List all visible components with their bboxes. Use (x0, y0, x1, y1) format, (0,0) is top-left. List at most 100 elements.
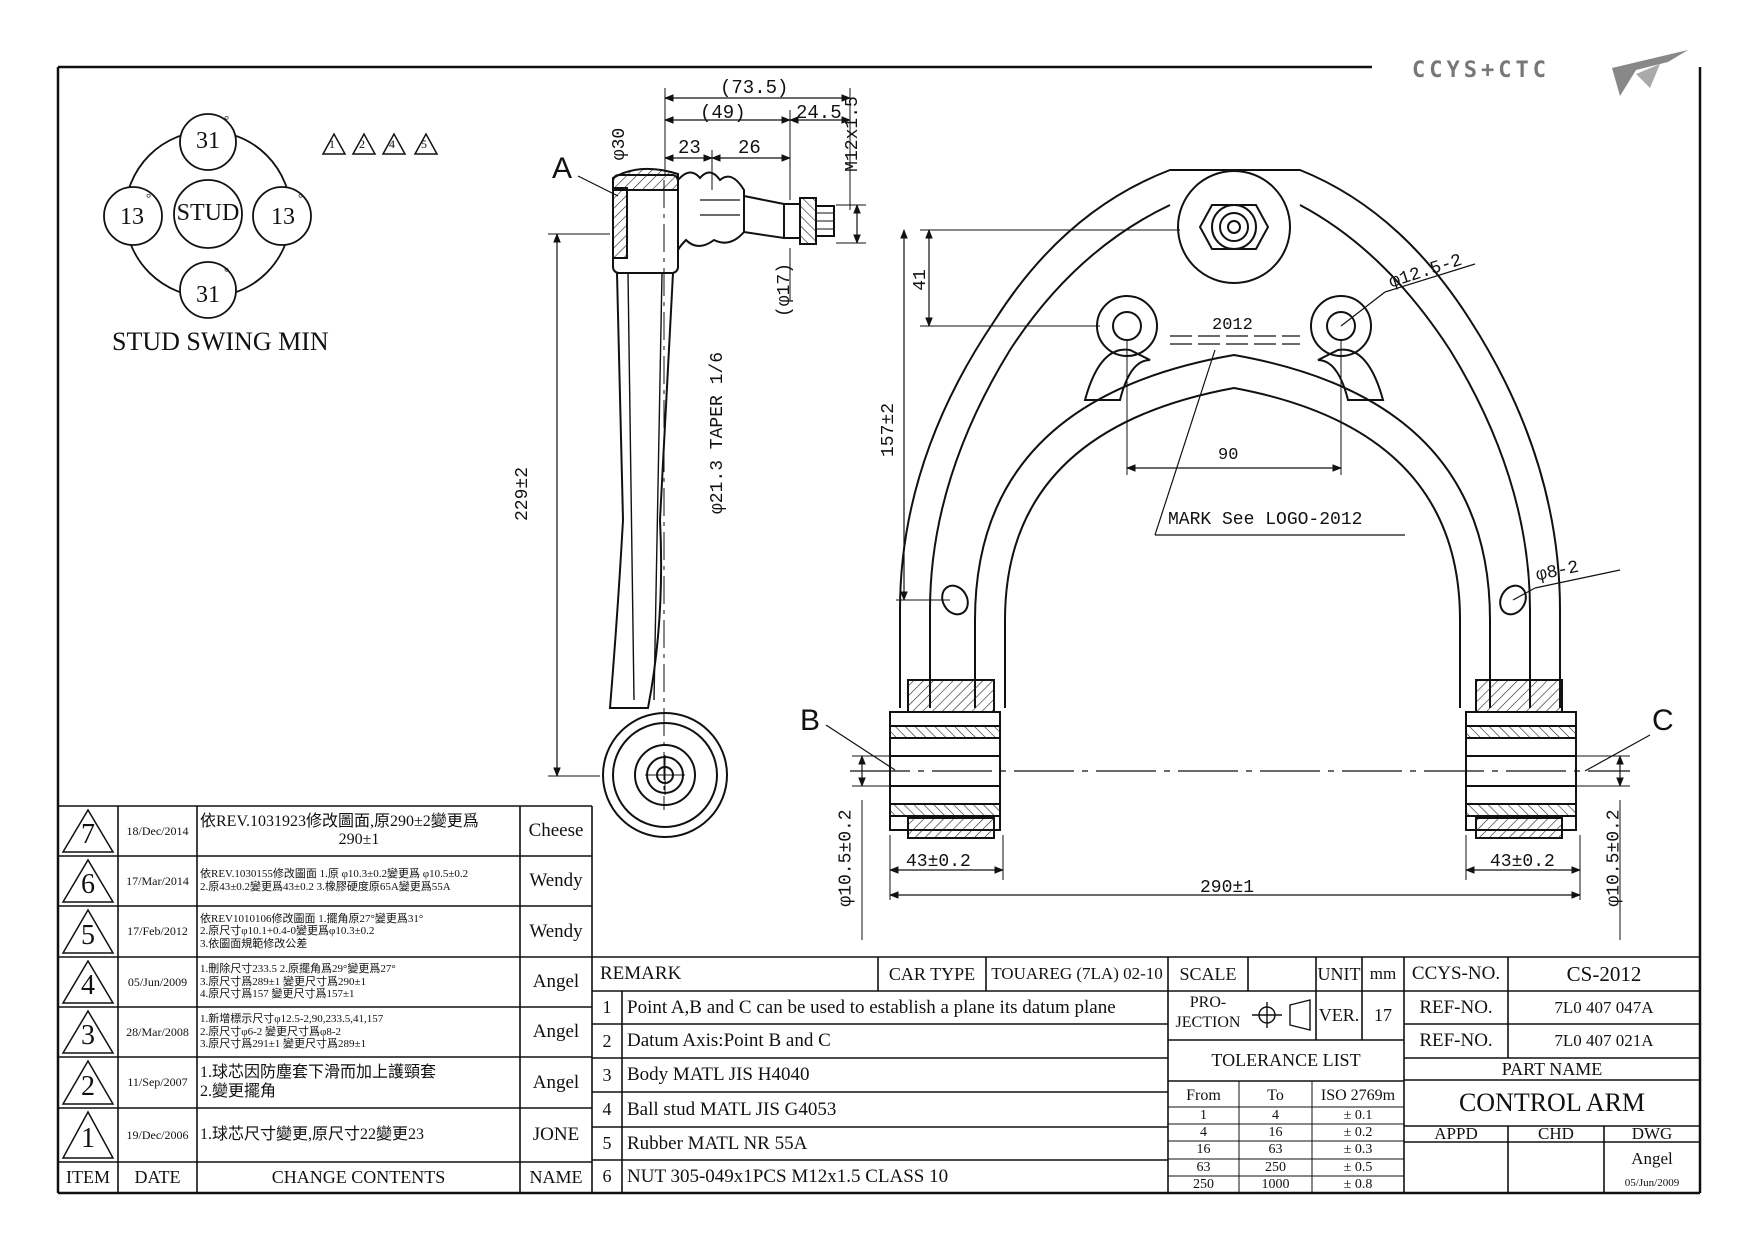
scale-label: SCALE (1179, 963, 1237, 984)
projection-symbol (1252, 999, 1311, 1031)
dim-41: 41 (910, 269, 931, 291)
rev-name: Wendy (529, 870, 583, 891)
dim-10-5-right: φ10.5±0.2 (1604, 809, 1625, 907)
rev-change-line: 2.原43±0.2變更爲43±0.2 3.橡膠硬度原65A變更爲55A (200, 881, 451, 893)
logo-mark-2012: 2012 (1212, 316, 1253, 335)
rev-change-line: 2.原尺寸φ10.1+0.4-0變更爲φ10.3±0.2 (200, 925, 375, 938)
projection-label-line2: JECTION (1175, 1014, 1241, 1031)
side-view (548, 88, 866, 838)
rev-date: 17/Feb/2012 (127, 924, 188, 938)
revision-item-triangles (61, 808, 115, 1159)
car-type-label: CAR TYPE (888, 963, 976, 984)
ccys-no-value: CS-2012 (1566, 961, 1642, 986)
dim-ball-diameter: φ30 (610, 127, 631, 161)
stud-swing-bottom-value: 31 (196, 281, 220, 308)
dim-26: 26 (738, 137, 761, 159)
rev-name: Angel (532, 1071, 580, 1093)
projection-label-line1: PRO- (1189, 994, 1227, 1011)
remark-text: Ball stud MATL JIS G4053 (627, 1098, 837, 1120)
ref-no-label-1: REF-NO. (1419, 996, 1493, 1018)
drawn-date: 05/Jun/2009 (1624, 1176, 1680, 1189)
tolerance-cell-to: 1000 (1261, 1176, 1290, 1192)
rev-change-line: 2.變更擺角 (200, 1082, 277, 1100)
rev-mark-label: 4 (389, 137, 395, 151)
tolerance-cell-tol: ± 0.5 (1343, 1159, 1373, 1175)
ref-no-label-2: REF-NO. (1419, 1030, 1493, 1051)
part-name-label: PART NAME (1501, 1058, 1603, 1079)
rev-item-number: 3 (81, 1020, 95, 1051)
dim-23: 23 (678, 137, 701, 159)
rev-header-date: DATE (134, 1167, 181, 1187)
stud-swing-title: STUD SWING MIN (112, 327, 329, 356)
remark-number: 6 (602, 1166, 612, 1186)
datum-label-a: A (552, 152, 573, 185)
rev-date: 17/Mar/2014 (126, 873, 189, 888)
rev-change-line: 1.球芯因防塵套下滑而加上護頸套 (200, 1064, 437, 1082)
rev-change-line: 3.依圖面規範修改公差 (200, 937, 308, 950)
datum-label-c: C (1652, 704, 1674, 737)
rev-change-line: 3.原尺寸爲291±1 變更尺寸爲289±1 (200, 1038, 367, 1051)
rev-change-contents: 依REV.1030155修改圖面 1.原 φ10.3±0.2變更爲 φ10.5±… (200, 857, 518, 905)
tolerance-cell-tol: ± 0.8 (1343, 1176, 1373, 1192)
dim-49: (49) (700, 102, 746, 124)
rev-change-line: 1.刪除尺寸233.5 2.原擺角爲29°變更爲27° (200, 963, 396, 976)
tolerance-cell-to: 250 (1265, 1159, 1286, 1175)
tolerance-cell-from: 63 (1196, 1159, 1211, 1175)
remark-number: 4 (602, 1099, 612, 1119)
tolerance-cell-tol: ± 0.3 (1343, 1141, 1373, 1157)
datum-label-b: B (800, 704, 821, 737)
ref-no-value-1: 7L0 407 047A (1554, 997, 1654, 1017)
ccys-no-label: CCYS-NO. (1411, 963, 1501, 984)
rev-item-number: 1 (81, 1123, 95, 1154)
approved-label: APPD (1434, 1126, 1478, 1142)
rev-header-item: ITEM (66, 1167, 110, 1187)
tolerance-cell-to: 4 (1272, 1107, 1279, 1123)
rev-change-line: 1.新增標示尺寸φ12.5-2,90,233.5,41,157 (200, 1013, 384, 1026)
unit-label: UNIT (1317, 963, 1361, 984)
rev-mark-label: 5 (421, 137, 427, 151)
tolerance-cell-from: 4 (1200, 1124, 1207, 1140)
rev-item-number: 6 (81, 869, 95, 900)
dim-43-right: 43±0.2 (1490, 852, 1555, 872)
stud-swing-diagram (103, 113, 312, 319)
mark-note: MARK See LOGO-2012 (1168, 510, 1363, 530)
tolerance-cell-to: 63 (1268, 1141, 1283, 1157)
rev-name: Wendy (529, 920, 583, 942)
rev-item-number: 2 (81, 1070, 95, 1102)
degree-mark: ° (224, 112, 230, 127)
remark-text: Body MATL JIS H4040 (627, 1064, 810, 1085)
rev-name: JONE (532, 1124, 580, 1145)
dim-24-5: 24.5 (796, 102, 842, 124)
plan-view (825, 169, 1651, 940)
rev-header-contents: CHANGE CONTENTS (271, 1167, 446, 1187)
tolerance-cell-to: 16 (1268, 1124, 1283, 1140)
rev-change-line: 依REV.1031923修改圖面,原290±2變更爲 (200, 812, 479, 830)
rev-header-name: NAME (529, 1167, 583, 1187)
rev-date: 05/Jun/2009 (127, 974, 188, 989)
rev-change-contents: 依REV1010106修改圖面 1.擺角原27°變更爲31°2.原尺寸φ10.1… (200, 907, 518, 956)
rev-mark-label: 2 (359, 137, 365, 151)
dim-10-5-left: φ10.5±0.2 (836, 809, 857, 907)
tolerance-list-title: TOLERANCE LIST (1211, 1050, 1361, 1070)
stud-swing-center-label: STUD (176, 199, 240, 226)
remark-text: Point A,B and C can be used to establish… (627, 996, 1116, 1018)
tolerance-cell-from: 1 (1200, 1107, 1207, 1123)
dim-90: 90 (1218, 446, 1239, 465)
tolerance-cell-from: 250 (1193, 1176, 1214, 1192)
rev-change-contents: 1.球芯尺寸變更,原尺寸22變更23 (200, 1109, 518, 1161)
rev-change-line: 1.球芯尺寸變更,原尺寸22變更23 (200, 1125, 425, 1143)
rev-change-line: 2.原尺寸φ6-2 變更尺寸爲φ8-2 (200, 1025, 342, 1038)
remark-table-grid (592, 956, 1700, 1193)
checked-label: CHD (1538, 1126, 1574, 1142)
dim-229: 229±2 (513, 466, 534, 522)
part-name-value: CONTROL ARM (1458, 1088, 1646, 1117)
sheet-border (56, 65, 1702, 1195)
stud-swing-right-value: 13 (271, 203, 295, 230)
unit-value: mm (1369, 964, 1397, 983)
brand-logo-mark (1612, 50, 1688, 96)
rev-change-line: 4.原尺寸爲157 變更尺寸爲157±1 (200, 988, 355, 1001)
rev-item-number: 7 (81, 819, 95, 850)
degree-mark: ° (146, 190, 152, 205)
